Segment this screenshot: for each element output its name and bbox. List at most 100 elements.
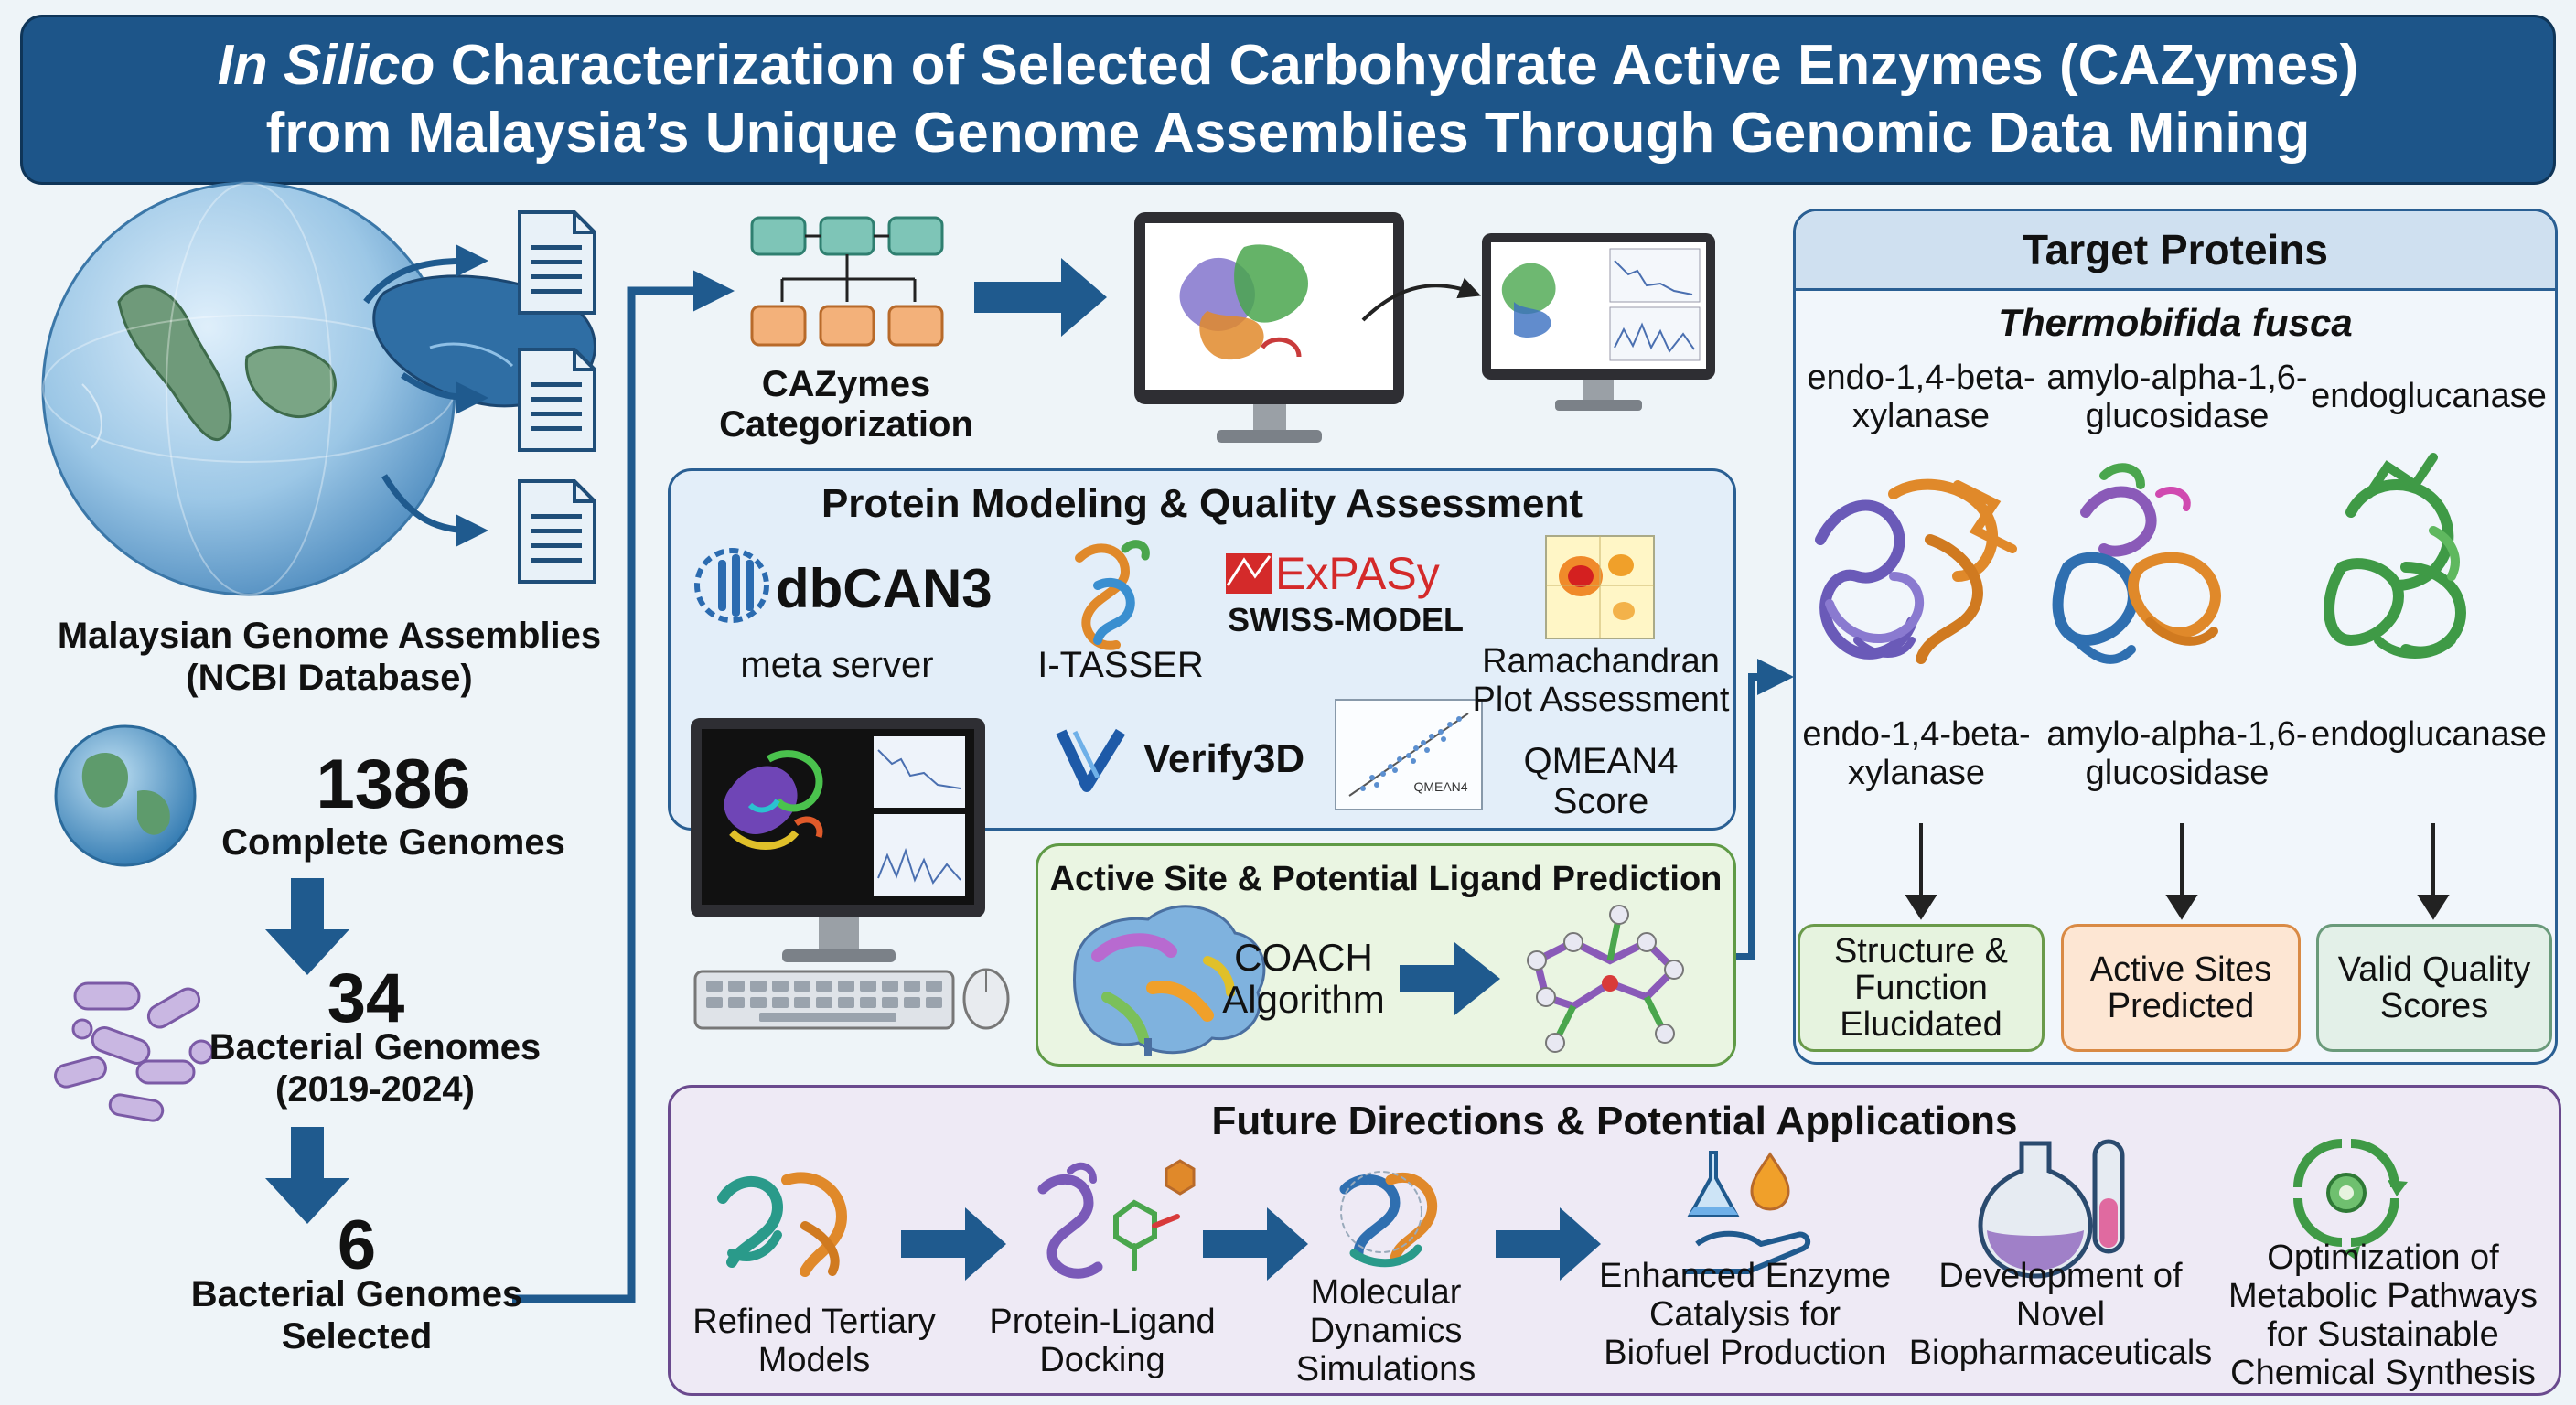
assemblies-label-line-1: Malaysian Genome Assemblies <box>57 616 602 656</box>
future-step-1-line-2: Models <box>757 1341 871 1379</box>
future-step-3-line-1: Molecular <box>1310 1273 1462 1312</box>
qmean-label-line-2: Score <box>1552 781 1649 821</box>
future-app-3-line-2: Metabolic Pathways <box>2228 1277 2538 1315</box>
protein-1-bottom-label: endo-1,4-beta- xylanase <box>1788 715 2045 792</box>
target-proteins-header <box>1796 211 2555 291</box>
selected-genomes-label-line-1: Bacterial Genomes <box>190 1274 523 1314</box>
result-active-sites-line-2: Predicted <box>2107 987 2255 1025</box>
qmean-scatter-plot-icon <box>1335 699 1483 810</box>
bacterial-genomes-label: Bacterial Genomes (2019-2024) <box>183 1026 567 1110</box>
monitor-plots-icon <box>1482 233 1715 411</box>
active-site-title: Active Site & Potential Ligand Predictio… <box>1049 860 1723 898</box>
selected-genomes-label-line-2: Selected <box>281 1316 433 1357</box>
ramachandran-label: Ramachandran Plot Assessment <box>1464 642 1738 719</box>
future-arrow-3 <box>1496 1207 1601 1281</box>
future-app-2-line-3: Biopharmaceuticals <box>1908 1334 2213 1372</box>
molecular-dynamics-icon <box>1339 1171 1438 1268</box>
globe-arrow-1 <box>363 244 488 305</box>
protein-2-bottom-label: amylo-alpha-1,6- glucosidase <box>2045 715 2310 792</box>
down-arrow-icon <box>265 878 349 1224</box>
complete-genomes-label: Complete Genomes <box>221 822 565 863</box>
protein-1-top-label: endo-1,4-beta- xylanase <box>1793 359 2049 435</box>
protein-2-bottom-line-1: amylo-alpha-1,6- <box>2046 715 2308 754</box>
itasser-icon <box>1075 540 1150 650</box>
organism-name: Thermobifida fusca <box>1998 301 2353 344</box>
endoglucanase-structure-icon <box>2324 453 2467 659</box>
protein-1-top-line-1: endo-1,4-beta- <box>1807 359 2035 397</box>
refined-model-icon <box>717 1172 848 1277</box>
title-banner: In Silico Characterization of Selected C… <box>20 15 2556 185</box>
categorization-tree-icon <box>750 216 944 347</box>
result-structure-line-1: Structure & <box>1833 932 2009 971</box>
verify3d-label: Verify3D <box>1143 736 1305 781</box>
itasser-label: I-TASSER <box>1037 645 1204 685</box>
ramachandran-label-line-1: Ramachandran <box>1482 642 1720 681</box>
future-step-1-label: Refined Tertiary Models <box>677 1303 951 1379</box>
future-step-3-label: Molecular Dynamics Simulations <box>1267 1273 1505 1389</box>
ligand-molecule-icon <box>1527 905 1684 1053</box>
title-italic: In Silico <box>217 34 435 97</box>
expasy-label: ExPASy <box>1275 548 1440 599</box>
title-line-2: from Malaysia’s Unique Genome Assemblies… <box>265 102 2311 165</box>
globe-arrow-2 <box>401 372 488 414</box>
future-directions-title: Future Directions & Potential Applicatio… <box>1211 1099 2018 1143</box>
future-step-2-line-2: Docking <box>1039 1341 1165 1379</box>
swiss-model-label: SWISS-MODEL <box>1228 601 1464 638</box>
qmean-label: QMEAN4 Score <box>1500 741 1701 821</box>
result-active-sites-line-1: Active Sites <box>2089 950 2272 989</box>
future-app-3-line-3: for Sustainable <box>2267 1315 2499 1354</box>
result-active-sites-box: Active Sites Predicted <box>2061 924 2301 1052</box>
connector-arrow-targets <box>1736 659 1794 960</box>
result-quality-box: Valid Quality Scores <box>2316 924 2552 1052</box>
selected-genomes-count: 6 <box>337 1207 377 1284</box>
computer-protein-icon <box>691 718 1010 1030</box>
dbcan-name: dbCAN3 <box>776 558 993 619</box>
right-arrow-icon <box>974 258 1107 337</box>
protein-3-top-label: endoglucanase <box>2311 377 2547 415</box>
bacterial-genomes-count: 34 <box>327 960 405 1037</box>
future-app-3-label: Optimization of Metabolic Pathways for S… <box>2214 1239 2552 1392</box>
future-app-1-label: Enhanced Enzyme Catalysis for Biofuel Pr… <box>1587 1257 1903 1372</box>
categorization-label: CAZymes Categorization <box>695 364 997 445</box>
future-step-2-line-1: Protein-Ligand <box>989 1303 1216 1341</box>
protein-1-top-line-2: xylanase <box>1852 397 1990 435</box>
result-structure-line-3: Elucidated <box>1840 1005 2002 1044</box>
brain-icon <box>1073 905 1266 1056</box>
assemblies-label: Malaysian Genome Assemblies (NCBI Databa… <box>37 615 622 699</box>
future-step-1-line-1: Refined Tertiary <box>692 1303 936 1341</box>
future-app-3-line-1: Optimization of <box>2267 1239 2499 1277</box>
docking-icon <box>1037 1159 1196 1279</box>
metabolic-cycle-icon <box>2293 1139 2408 1260</box>
dbcan-subtitle: meta server <box>740 645 934 685</box>
down-arrow-icon <box>1905 823 2450 920</box>
dbcan-logo-icon <box>694 548 769 623</box>
expasy-logo-icon <box>1226 553 1272 594</box>
protein-2-top-line-2: glucosidase <box>2085 397 2270 435</box>
title-line-1: In Silico Characterization of Selected C… <box>218 32 2359 100</box>
future-arrow-1 <box>901 1207 1006 1281</box>
future-arrow-2 <box>1203 1207 1308 1281</box>
protein-2-top-label: amylo-alpha-1,6- glucosidase <box>2045 359 2310 435</box>
protein-1-bottom-line-2: xylanase <box>1848 754 1985 792</box>
assemblies-label-line-2: (NCBI Database) <box>186 658 473 698</box>
biofuel-icon <box>1684 1151 1811 1274</box>
verify3d-logo-icon <box>1056 728 1126 792</box>
complete-genomes-count: 1386 <box>316 745 471 823</box>
globe-arrow-3 <box>381 474 488 547</box>
protein-3-bottom-label: endoglucanase <box>2311 715 2547 754</box>
document-icon <box>518 210 596 584</box>
future-app-1-line-3: Biofuel Production <box>1604 1334 1886 1372</box>
future-app-2-line-1: Development of <box>1938 1257 2183 1295</box>
target-proteins-title: Target Proteins <box>2023 226 2328 273</box>
future-app-2-label: Development of Novel Biopharmaceuticals <box>1903 1257 2218 1372</box>
biopharmaceutical-icon <box>1978 1139 2125 1279</box>
connector-arrow-main <box>512 270 735 1303</box>
glucosidase-structure-icon <box>2052 463 2221 664</box>
future-step-3-line-3: Simulations <box>1295 1350 1476 1389</box>
